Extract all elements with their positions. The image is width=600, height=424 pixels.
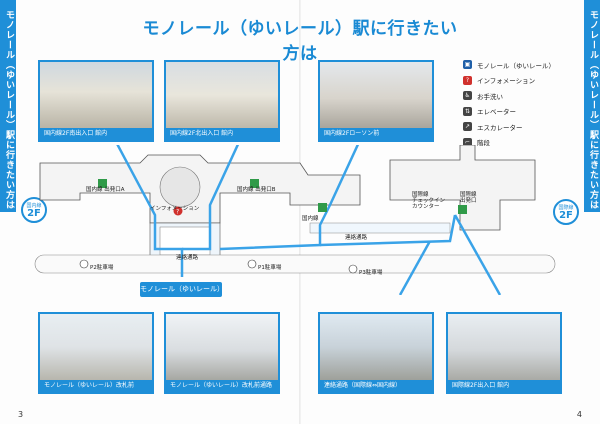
elevator-icon: ⇅ <box>463 106 472 116</box>
restroom-icon: ♿ <box>463 91 472 101</box>
label-corridor: 連絡通路 <box>345 235 368 241</box>
photo-image <box>320 314 432 380</box>
photo-connecting-corridor: 連絡通路（国際線⇔国内線） <box>318 312 434 394</box>
photo-caption: 国内線2F南出入口 館内 <box>40 128 152 140</box>
label-dom-south-exit: 国内線 出発口B <box>237 187 276 193</box>
legend-item: ⌐ 階段 <box>463 135 583 151</box>
info-core <box>159 166 201 208</box>
photo-domestic-north-entrance: 国内線2F北出入口 館内 <box>164 60 280 142</box>
info-icon <box>173 206 183 216</box>
badge-floor: 2F <box>27 208 41 219</box>
legend-label: エレベーター <box>477 108 516 117</box>
info-icon: ? <box>463 75 472 85</box>
road-band <box>34 254 556 274</box>
photo-caption: 国際線2F出入口 館内 <box>448 380 560 392</box>
side-tab-left: モノレール（ゆいレール）駅に行きたい方は <box>0 0 16 212</box>
label-parking-p1: P1駐車場 <box>258 265 282 271</box>
info-glyph: ? <box>176 209 179 216</box>
badge-label: 国内線 <box>26 203 42 209</box>
route-lawson <box>219 145 360 251</box>
legend-label: お手洗い <box>477 92 503 101</box>
label-parking-p2: P2駐車場 <box>90 265 114 271</box>
monorail-station-box: モノレール（ゆいレール） <box>140 282 224 297</box>
legend-item: ↗ エスカレーター <box>463 119 583 135</box>
legend-label: 階段 <box>477 139 490 148</box>
station-inner <box>159 226 211 256</box>
legend-item: ? インフォメーション <box>463 73 583 89</box>
legend-label: インフォメーション <box>477 77 536 86</box>
label-intl-counter: 国際線 チェックイン カウンター <box>412 192 446 210</box>
route-international <box>319 214 457 247</box>
photo-caption: 連絡通路（国際線⇔国内線） <box>320 380 432 392</box>
page-number-right: 4 <box>576 410 582 419</box>
photo-caption: モノレール（ゆいレール）改札前通路 <box>166 380 278 392</box>
legend-label: モノレール（ゆいレール） <box>477 61 555 70</box>
label-intl-gate: 国際線 出発口 <box>460 192 477 204</box>
label-info: インフォメーション <box>150 206 200 212</box>
route-south <box>116 145 184 277</box>
photo-image <box>40 62 152 128</box>
photo-caption: 国内線2F北出入口 館内 <box>166 128 278 140</box>
page-number-left: 3 <box>18 410 24 419</box>
label-dom-gate: 国内線 <box>302 216 319 222</box>
photo-monorail-passage: モノレール（ゆいレール）改札前通路 <box>164 312 280 394</box>
photo-caption: モノレール（ゆいレール）改札前 <box>40 380 152 392</box>
page-fold <box>299 0 301 424</box>
photo-international-entrance: 国際線2F出入口 館内 <box>446 312 562 394</box>
page-title: モノレール（ゆいレール）駅に行きたい方は <box>142 19 458 64</box>
stairs-icon: ⌐ <box>463 137 472 147</box>
floor-map: ? <box>34 145 556 295</box>
label-passage: 連絡通路 <box>176 255 199 261</box>
badge-label: 国際線 <box>558 205 574 211</box>
legend-item: ▣ モノレール（ゆいレール） <box>463 57 583 73</box>
walking-routes <box>116 145 502 295</box>
international-terminal-outline <box>389 145 536 231</box>
photo-image <box>320 62 432 128</box>
legend-item: ♿ お手洗い <box>463 88 583 104</box>
escalator-icon: ↗ <box>463 122 472 132</box>
photo-domestic-south-entrance: 国内線2F南出入口 館内 <box>38 60 154 142</box>
photo-image <box>40 314 152 380</box>
parking-markers <box>79 259 358 274</box>
elevator-markers <box>98 179 467 214</box>
badge-floor: 2F <box>559 210 573 221</box>
photo-caption: 国内線2Fローソン前 <box>320 128 432 140</box>
legend-label: エスカレーター <box>477 123 523 132</box>
side-tab-right: モノレール（ゆいレール）駅に行きたい方は <box>584 0 600 212</box>
photo-domestic-lawson: 国内線2Fローソン前 <box>318 60 434 142</box>
route-north <box>182 145 240 251</box>
route-corridor-photo <box>398 240 432 295</box>
legend-item: ⇅ エレベーター <box>463 104 583 120</box>
photo-monorail-gate: モノレール（ゆいレール）改札前 <box>38 312 154 394</box>
domestic-floor-badge: 国内線 2F <box>21 197 47 223</box>
connecting-corridor <box>309 222 451 234</box>
photo-image <box>166 62 278 128</box>
monorail-icon: ▣ <box>463 60 472 70</box>
label-dom-north-exit: 国内線 出発口A <box>86 187 125 193</box>
photo-image <box>448 314 560 380</box>
photo-image <box>166 314 278 380</box>
international-floor-badge: 国際線 2F <box>553 199 579 225</box>
map-legend: ▣ モノレール（ゆいレール）? インフォメーション ♿ お手洗い ⇅ エレベーター ↗ エスカレ… <box>463 57 583 150</box>
route-intl-gate <box>453 214 502 295</box>
label-parking-p3: P3駐車場 <box>359 270 383 276</box>
